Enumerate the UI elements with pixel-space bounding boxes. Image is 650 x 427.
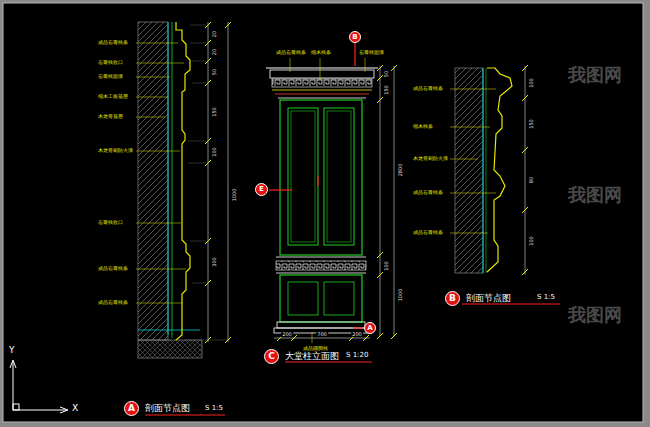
annotation-note: 成品石膏线条	[97, 40, 129, 45]
dimension-value: 100	[384, 260, 389, 272]
dimension-value: 20	[212, 48, 217, 56]
annotation-note: 木龙骨基层	[97, 114, 124, 119]
title-callout: A 剖面节点图	[124, 401, 190, 416]
callout-letter: A	[364, 322, 376, 334]
drawing-title: 大堂柱立面图	[285, 352, 339, 361]
annotation-note: 细木线条	[412, 124, 434, 129]
annotation-note: 石膏线面漆	[97, 74, 124, 79]
dimension-value: 20	[212, 30, 217, 38]
annotation-note: 石膏线收口	[97, 60, 124, 65]
annotation-note: 石膏线收口	[97, 220, 124, 225]
section-marker: B	[349, 31, 361, 43]
scale-label: S 1:5	[205, 405, 223, 412]
annotation-note: 石膏线面漆	[358, 50, 385, 55]
annotation-note: 成品石膏线条	[412, 190, 444, 195]
section-marker: A	[364, 322, 376, 334]
section-marker: E	[255, 183, 268, 196]
annotation-note: 成品踢脚线	[302, 346, 329, 351]
dimension-value: 100	[212, 146, 217, 158]
title-callout: C 大堂柱立面图	[264, 349, 339, 364]
scale-label: S 1:5	[537, 294, 555, 301]
drawing-title: 剖面节点图	[145, 404, 190, 413]
dimension-value: 50	[212, 68, 217, 76]
callout-letter: C	[264, 349, 279, 364]
dimension-value: 80	[529, 176, 534, 184]
watermark: 我图网	[568, 186, 622, 204]
dimension-value: 1000	[232, 188, 237, 203]
watermark: 我图网	[568, 66, 622, 84]
scale-label: S 1:20	[346, 352, 368, 359]
dimension-value: 200	[281, 332, 293, 337]
annotation-note: 成品石膏线条	[412, 86, 444, 91]
dimension-value: 150	[212, 106, 217, 118]
dimension-value: 150	[529, 118, 534, 130]
annotation-note: 木龙骨刷防火漆	[412, 156, 449, 161]
watermark: 我图网	[568, 306, 622, 324]
callout-letter: A	[124, 401, 139, 416]
dimension-value: 2800	[398, 163, 403, 178]
callout-letter: B	[349, 31, 361, 43]
callout-letter: B	[445, 291, 460, 306]
dimension-value: 100	[529, 235, 534, 247]
dimension-value: 200	[351, 332, 363, 337]
annotation-note: 细木工板基层	[97, 94, 129, 99]
dimension-value: 150	[384, 84, 389, 96]
annotation-note: 细木线条	[310, 50, 332, 55]
annotation-note: 成品石膏线条	[97, 300, 129, 305]
annotation-note: 成品石膏线条	[412, 230, 444, 235]
title-callout: B 剖面节点图	[445, 291, 511, 306]
dimension-value: 50	[384, 70, 389, 78]
annotation-note: 成品石膏线条	[275, 50, 307, 55]
callout-letter: E	[255, 183, 268, 196]
annotation-note: 成品石膏线条	[97, 266, 129, 271]
dimension-value: 1000	[398, 288, 403, 303]
axis-label: X	[72, 404, 78, 413]
axis-label: Y	[9, 346, 15, 355]
annotation-note: 木龙骨刷防火漆	[97, 148, 134, 153]
dimension-value: 300	[212, 256, 217, 268]
dimension-value: 100	[529, 77, 534, 89]
drawing-title: 剖面节点图	[466, 294, 511, 303]
dimension-value: 700	[316, 332, 328, 337]
